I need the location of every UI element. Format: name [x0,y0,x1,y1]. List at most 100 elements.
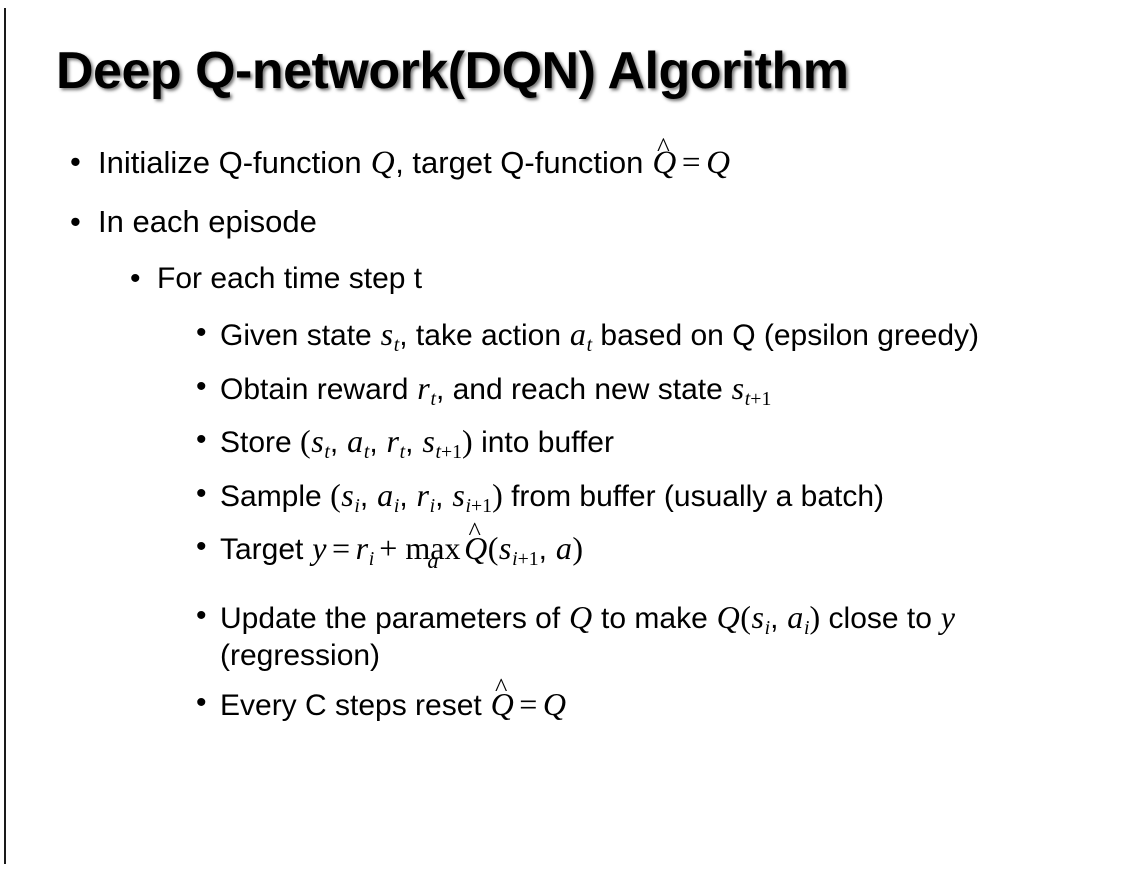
max-label: max [405,530,461,567]
math-var-q-hat: Q^ [490,674,514,723]
hat-accent-icon: ^ [495,672,508,702]
text-run: to make [592,601,717,635]
math-var-a: a [347,423,364,460]
bullet-marker: • [196,423,207,457]
math-var-q-base: Q [490,686,514,723]
math-var-s: s [380,316,394,353]
math-var-r: r [386,423,399,460]
bullet-text: Update the parameters of Q to make Q(si,… [220,599,1098,674]
math-operator-equals: = [681,144,701,181]
bullet-text: Every C steps reset Q^=Q [220,674,1098,723]
math-subscript: i [429,494,436,517]
bullet-text: In each episode [98,204,317,240]
math-paren-close: ) [462,423,473,460]
math-subscript: t [399,441,406,464]
text-run: , [369,426,386,460]
text-run: Update the parameters of [220,601,569,635]
math-var-q2: Q [706,144,731,181]
math-var-s: s [498,530,512,567]
math-subscript: t [363,441,370,464]
text-run: Obtain reward [220,372,417,406]
subscript-var: i [512,548,518,571]
bullet-marker: • [70,144,81,179]
bullet-given-state: • Given state st, take action at based o… [0,316,1124,357]
math-var-q2: Q [716,598,740,635]
math-subscript: i [764,616,771,639]
bullet-for-each-time-step: • For each time step t [0,264,1124,294]
subscript-var: i [465,494,472,517]
math-var-a: a [569,316,586,353]
math-subscript: i [804,616,810,639]
text-run: , [399,479,416,513]
hat-accent-icon: ^ [656,132,670,163]
math-var-q1: Q [569,598,593,635]
bullet-marker: • [196,530,207,564]
math-var-q-base: Q [464,530,488,567]
bullet-text: Initialize Q-function Q, target Q-functi… [98,133,1124,181]
subscript-op: +1 [517,548,539,571]
math-subscript: t+1 [745,388,772,410]
text-run: , target Q-function [395,145,652,180]
math-paren-open: ( [300,423,311,460]
bullet-update: • Update the parameters of Q to make Q(s… [0,599,1124,674]
math-var-r: r [355,530,369,567]
bullet-in-each-episode: • In each episode [0,206,1124,237]
math-paren-open: ( [740,598,751,635]
text-run: based on Q (epsilon greedy) [592,319,979,353]
math-subscript: i+1 [465,494,493,517]
text-run: , [538,533,556,567]
subscript-op: +1 [750,387,772,410]
text-run: , [435,479,452,513]
math-subscript: i [368,548,375,571]
math-paren-open: ( [330,476,341,513]
bullet-store: • Store (st, at, rt, st+1) into buffer [0,423,1124,464]
math-operator-equals: = [519,686,538,723]
math-subscript: t+1 [435,441,463,464]
bullet-every-c-steps: • Every C steps reset Q^=Q [0,674,1124,723]
math-paren-open: ( [487,530,499,567]
math-var-a: a [787,598,804,635]
math-var-q-base: Q [652,144,677,181]
math-var-s2: s [422,423,435,460]
text-run: Target [220,533,312,567]
text-run: , [405,426,422,460]
max-subscript: a [427,547,439,573]
math-var-a: a [555,530,572,567]
text-run: close to [820,601,941,635]
math-var-s: s [731,369,745,406]
text-run: , take action [399,319,570,353]
text-run: , and reach new state [435,372,732,406]
bullet-marker: • [196,316,207,350]
math-paren-close: ) [572,530,584,567]
math-var-a: a [377,476,394,513]
bullet-text: Given state st, take action at based on … [220,316,1098,357]
bullet-marker: • [196,686,207,720]
bullet-marker: • [196,476,207,510]
text-run: , [359,479,377,513]
text-run: Sample [220,479,331,513]
math-subscript: t [586,334,593,357]
text-run: Every C steps reset [220,689,491,723]
text-run: from buffer (usually a batch) [502,479,885,513]
page-title: Deep Q-network(DQN) Algorithm [56,42,849,100]
bullet-marker: • [196,369,207,403]
math-var-r: r [416,476,429,513]
math-var-q-hat: Q^ [652,133,677,181]
math-var-s: s [311,423,324,460]
subscript-op: +1 [441,441,463,464]
math-var-y: y [312,530,327,567]
bullet-marker: • [196,598,207,632]
text-run: into buffer [472,426,614,460]
math-operator-equals: = [331,530,351,567]
math-subscript: t [324,441,330,464]
hat-accent-icon: ^ [468,516,481,546]
bullet-marker: • [130,262,141,296]
bullet-text: Store (st, at, rt, st+1) into buffer [220,423,1098,464]
bullet-list: • Initialize Q-function Q, target Q-func… [0,133,1124,737]
text-run: Store [220,426,301,460]
text-run: Initialize Q-function [98,145,371,180]
